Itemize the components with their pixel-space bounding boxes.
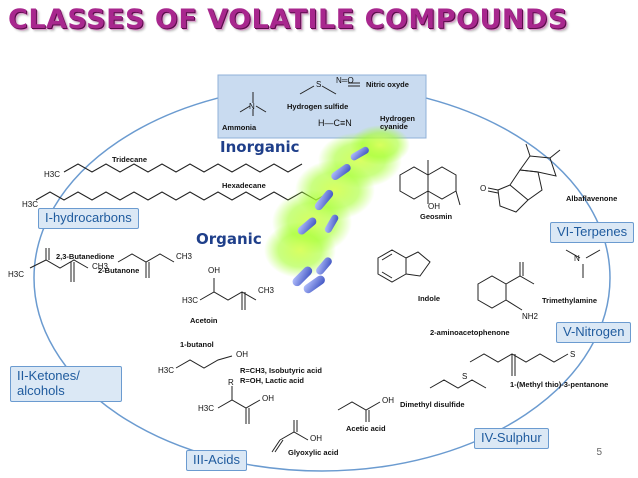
class-nitrogen: V-Nitrogen <box>556 322 632 343</box>
label-ammonia: Ammonia <box>222 123 257 132</box>
class-sulphur: IV-Sulphur <box>474 428 549 449</box>
dimethyl-disulfide-structure <box>429 379 487 389</box>
ammonia-structure <box>239 92 267 116</box>
butanone-structure <box>117 253 175 278</box>
nitric-oxide-structure <box>348 82 360 87</box>
atom-no: N═O <box>336 76 354 85</box>
atom-h3c-butanol: H3C <box>158 366 175 375</box>
atom-h3c-butanedione: H3C <box>8 270 25 279</box>
label-hydrogen-sulfide: Hydrogen sulfide <box>287 102 349 111</box>
atom-oh-glyoxylic: OH <box>310 434 322 443</box>
label-isobutyric: R=CH3, Isobutyric acid <box>240 366 322 375</box>
label-trimethylamine: Trimethylamine <box>542 296 598 305</box>
page-number: 5 <box>596 447 602 458</box>
methylthio-pentanone-structure <box>469 353 569 376</box>
label-nitric-oxyde: Nitric oxyde <box>366 80 409 89</box>
albaflavenone-structure <box>487 143 561 213</box>
label-glyoxylic: Glyoxylic acid <box>288 448 339 457</box>
atom-h3c-lactic: H3C <box>198 404 215 413</box>
class-terpenes: VI-Terpenes <box>550 222 635 243</box>
label-geosmin: Geosmin <box>420 212 453 221</box>
label-hydrogen-cyanide: Hydrogen cyanide <box>380 114 416 131</box>
label-tridecane: Tridecane <box>112 155 148 164</box>
butanol-structure <box>175 355 233 369</box>
lactic-acid-structure <box>217 386 261 424</box>
label-acetoin: Acetoin <box>190 316 218 325</box>
bacteria-cluster <box>264 125 410 294</box>
acetic-acid-structure <box>337 401 381 422</box>
hexadecane-chain <box>35 191 331 201</box>
atom-n: N <box>249 102 255 111</box>
tridecane-chain <box>63 163 303 173</box>
page-title: CLASSES OF VOLATILE COMPOUNDS <box>8 4 568 35</box>
label-butanedione: 2,3-Butanedione <box>56 252 115 261</box>
atom-oh-butanol: OH <box>236 350 248 359</box>
atom-oh-geosmin: OH <box>428 202 440 211</box>
atom-oh-acetic: OH <box>382 396 394 405</box>
trimethylamine-structure <box>565 249 601 278</box>
geosmin-structure <box>399 160 461 206</box>
atom-h3c-acetoin: H3C <box>182 296 199 305</box>
atom-nh2: NH2 <box>522 312 539 321</box>
label-indole: Indole <box>418 294 441 303</box>
atom-s-disulfide-1: S <box>462 372 468 381</box>
atom-ch3-butanone: CH3 <box>176 252 193 261</box>
label-acetic: Acetic acid <box>346 424 386 433</box>
atom-oh-acetoin: OH <box>208 266 220 275</box>
glyoxylic-acid-structure <box>271 420 309 453</box>
atom-hcn: H—C≡N <box>318 118 352 128</box>
aminoacetophenone-structure <box>477 262 535 311</box>
indole-structure <box>377 249 431 283</box>
atom-r: R <box>228 378 234 387</box>
atom-oh-lactic: OH <box>262 394 274 403</box>
label-butanol: 1-butanol <box>180 340 214 349</box>
butanedione-structure <box>29 248 89 282</box>
atom-s: S <box>316 80 322 89</box>
atom-o-albaflavenone: O <box>480 184 487 193</box>
heading-inorganic: Inorganic <box>220 138 300 156</box>
class-acids: III-Acids <box>186 450 247 471</box>
atom-s-pentanone: S <box>570 350 576 359</box>
hydrogen-sulfide-structure <box>299 85 337 95</box>
label-butanone: 2-Butanone <box>98 266 140 275</box>
heading-organic: Organic <box>196 230 262 248</box>
atom-h3c-tridecane: H3C <box>44 170 61 179</box>
atom-ch3-acetoin: CH3 <box>258 286 275 295</box>
atom-n-trimethylamine: N <box>574 254 580 263</box>
label-dimethyl-disulfide: Dimethyl disulfide <box>400 400 465 409</box>
class-hydrocarbons: I-hydrocarbons <box>38 208 139 229</box>
label-albaflavenone: Albaflavenone <box>566 194 618 203</box>
label-methylthio-pentanone: 1-(Methyl thio)-3-pentanone <box>510 380 609 389</box>
label-hexadecane: Hexadecane <box>222 181 266 190</box>
label-lactic: R=OH, Lactic acid <box>240 376 304 385</box>
atom-ch3-butanedione: CH3 <box>92 262 109 271</box>
atom-h3c-hexadecane: H3C <box>22 200 39 209</box>
acetoin-structure <box>199 278 257 310</box>
label-aminoacetophenone: 2-aminoacetophenone <box>430 328 510 337</box>
class-ketones-alcohols: II-Ketones/ alcohols <box>10 366 122 402</box>
